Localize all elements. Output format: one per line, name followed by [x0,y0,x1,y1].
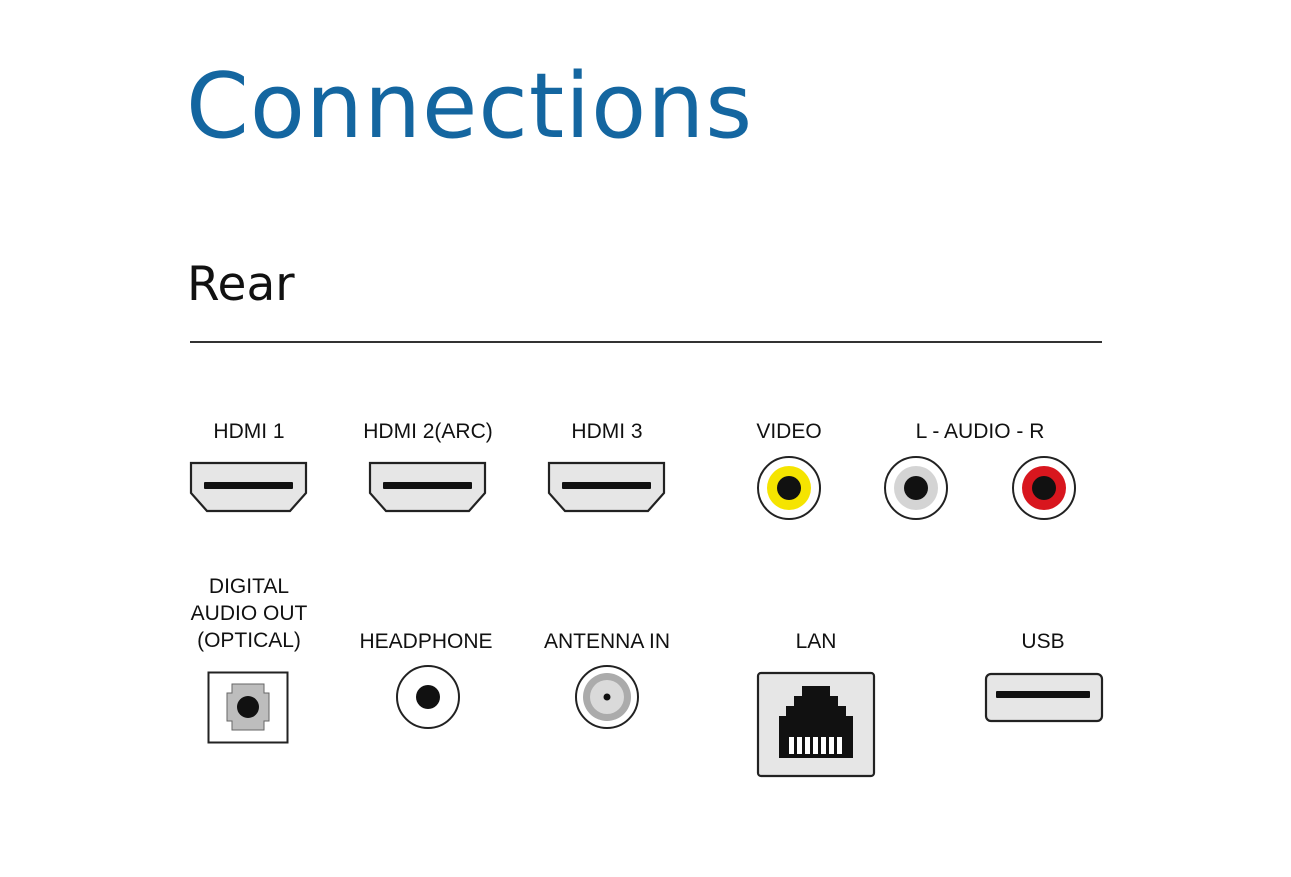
hdmi3-label: HDMI 3 [571,420,643,443]
section-divider [190,341,1102,343]
headphone-jack-icon [395,664,461,730]
video-label: VIDEO [756,420,822,443]
optical-label-line: (OPTICAL) [197,629,301,652]
hdmi-port-icon [547,461,667,513]
optical-port-icon [207,671,289,744]
rca-yellow-jack-icon [756,455,822,521]
ethernet-port-icon [756,671,876,779]
optical-label-line: AUDIO OUT [190,602,308,625]
rca-white-jack-icon [883,455,949,521]
section-title-rear: Rear [187,257,295,312]
hdmi-port-icon [189,461,309,513]
hdmi-port-icon [368,461,488,513]
headphone-label: HEADPHONE [359,630,493,653]
antenna-coax-icon [574,664,640,730]
audio-label: L - AUDIO - R [915,420,1045,443]
page-title: Connections [186,54,754,159]
hdmi1-label: HDMI 1 [213,420,285,443]
rca-red-jack-icon [1011,455,1077,521]
usb-label: USB [1021,630,1065,653]
optical-label: DIGITAL AUDIO OUT (OPTICAL) [191,573,308,654]
optical-label-line: DIGITAL [208,575,290,598]
hdmi2-label: HDMI 2(ARC) [363,420,493,443]
antenna-label: ANTENNA IN [543,630,671,653]
usb-port-icon [984,672,1104,724]
lan-label: LAN [795,630,837,653]
